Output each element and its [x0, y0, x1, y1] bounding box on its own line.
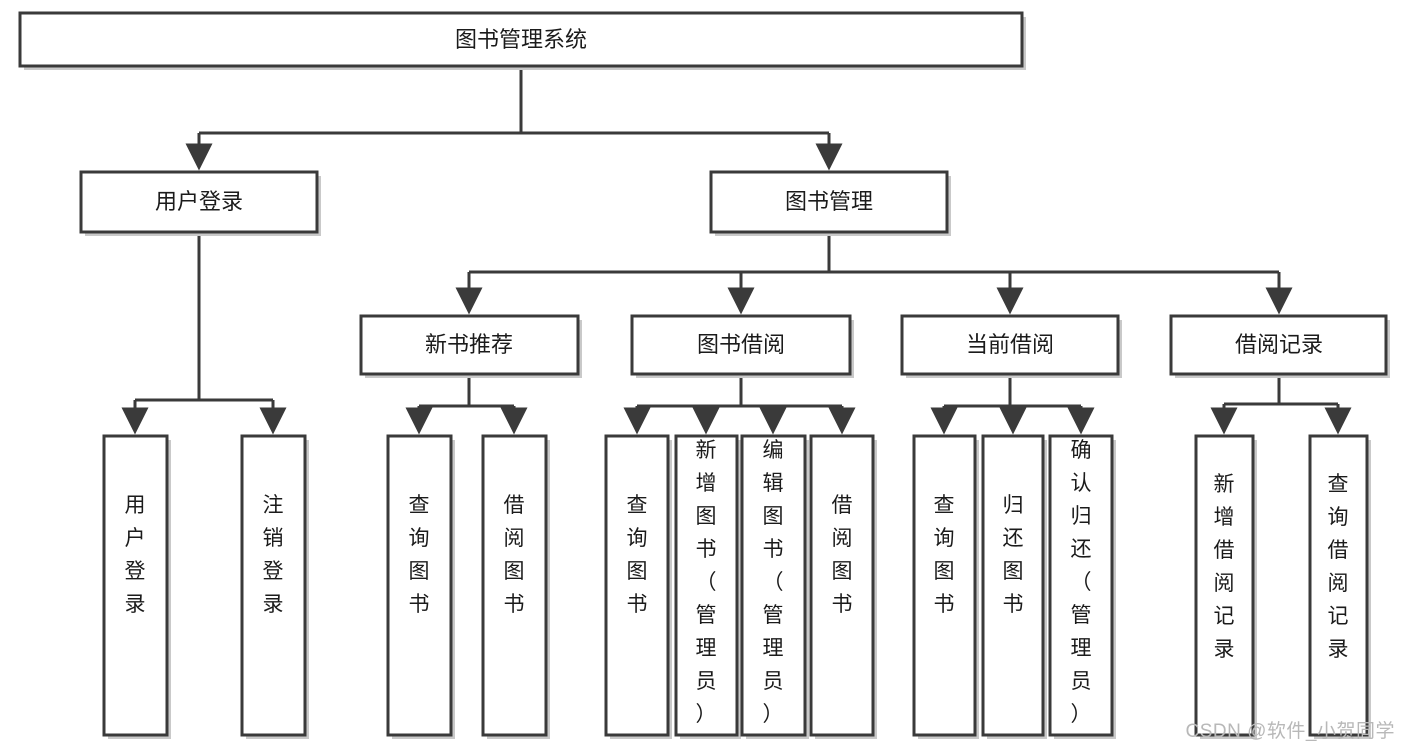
node-book-manage-box — [709, 170, 949, 234]
node-leaf-user-login-box — [102, 434, 169, 737]
node-current-borrow[interactable]: 当前借阅 — [900, 314, 1122, 378]
node-leaf-confirm-return-label: 确认归还（管理员） — [1071, 439, 1092, 726]
connectors — [121, 66, 1352, 435]
node-book-borrow[interactable]: 图书借阅 — [630, 314, 854, 378]
node-new-book-rec-label: 新书推荐 — [425, 332, 513, 357]
node-leaf-query-book-rec-box — [386, 434, 453, 737]
node-borrow-record-label: 借阅记录 — [1235, 332, 1323, 357]
node-leaf-add-book-label: 新增图书（管理员） — [696, 439, 717, 726]
node-user-login[interactable]: 用户登录 — [79, 170, 321, 236]
node-leaf-query-record-box — [1308, 434, 1369, 737]
node-root[interactable]: 图书管理系统 — [18, 11, 1026, 70]
node-leaf-return-book-label: 归还图书 — [1003, 494, 1024, 616]
node-leaf-user-login[interactable]: 用户登录 — [102, 434, 171, 739]
node-leaf-add-record[interactable]: 新增借阅记录 — [1194, 434, 1257, 739]
node-current-borrow-box — [900, 314, 1120, 376]
node-leaf-borrow-book-bb[interactable]: 借阅图书 — [809, 434, 877, 739]
node-leaf-query-book-rec[interactable]: 查询图书 — [386, 434, 455, 739]
node-leaf-confirm-return-box — [1048, 434, 1114, 737]
node-leaf-query-book-bb[interactable]: 查询图书 — [604, 434, 672, 739]
node-borrow-record-box — [1169, 314, 1388, 376]
node-leaf-borrow-book-rec-label: 借阅图书 — [504, 494, 525, 616]
node-leaf-add-book[interactable]: 新增图书（管理员） — [674, 434, 741, 739]
node-leaf-return-book-box — [981, 434, 1045, 737]
node-new-book-rec-box — [359, 314, 580, 376]
node-leaf-logout-box — [240, 434, 307, 737]
node-user-login-label: 用户登录 — [155, 189, 243, 214]
node-leaf-add-record-box — [1194, 434, 1255, 737]
node-leaf-query-book-rec-label: 查询图书 — [409, 494, 430, 616]
node-root-label: 图书管理系统 — [455, 27, 587, 52]
node-leaf-logout[interactable]: 注销登录 — [240, 434, 309, 739]
node-leaf-query-book-cb-label: 查询图书 — [934, 494, 955, 616]
node-leaf-edit-book[interactable]: 编辑图书（管理员） — [740, 434, 809, 739]
node-book-borrow-label: 图书借阅 — [697, 332, 785, 357]
node-leaf-query-record[interactable]: 查询借阅记录 — [1308, 434, 1371, 739]
node-borrow-record[interactable]: 借阅记录 — [1169, 314, 1390, 378]
node-leaf-user-login-label: 用户登录 — [125, 494, 146, 616]
node-leaf-borrow-book-rec-box — [481, 434, 548, 737]
node-leaf-edit-book-label: 编辑图书（管理员） — [763, 439, 784, 726]
node-leaf-borrow-book-bb-box — [809, 434, 875, 737]
node-book-borrow-box — [630, 314, 852, 376]
node-current-borrow-label: 当前借阅 — [966, 332, 1054, 357]
node-leaf-borrow-book-rec[interactable]: 借阅图书 — [481, 434, 550, 739]
node-leaf-return-book[interactable]: 归还图书 — [981, 434, 1047, 739]
node-leaf-edit-book-box — [740, 434, 807, 737]
node-book-manage[interactable]: 图书管理 — [709, 170, 951, 236]
node-book-manage-label: 图书管理 — [785, 189, 873, 214]
node-user-login-box — [79, 170, 319, 234]
node-leaf-query-book-cb[interactable]: 查询图书 — [912, 434, 979, 739]
node-leaf-add-book-box — [674, 434, 739, 737]
node-new-book-rec[interactable]: 新书推荐 — [359, 314, 582, 378]
node-leaf-add-record-label: 新增借阅记录 — [1214, 473, 1235, 661]
node-leaf-query-record-label: 查询借阅记录 — [1328, 473, 1349, 661]
watermark: CSDN @软件_小贺同学 — [1185, 721, 1395, 742]
node-leaf-logout-label: 注销登录 — [263, 494, 284, 616]
node-root-box — [18, 11, 1024, 68]
node-leaf-confirm-return[interactable]: 确认归还（管理员） — [1048, 434, 1116, 739]
node-leaf-borrow-book-bb-label: 借阅图书 — [832, 494, 853, 616]
node-leaf-query-book-bb-box — [604, 434, 670, 737]
node-leaf-query-book-bb-label: 查询图书 — [627, 494, 648, 616]
node-leaf-query-book-cb-box — [912, 434, 977, 737]
